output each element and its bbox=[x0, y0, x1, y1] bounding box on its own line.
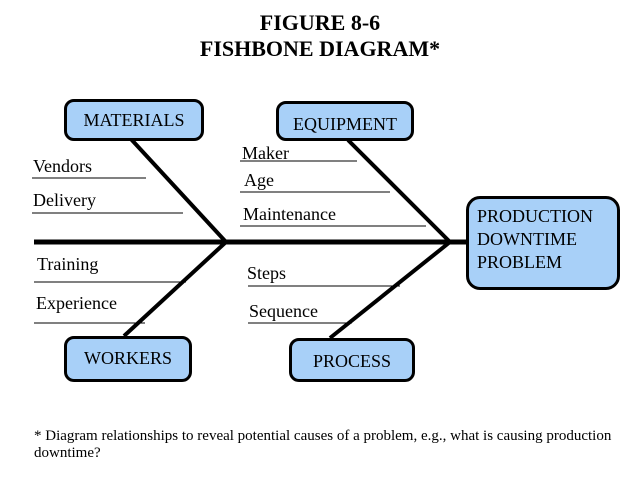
materials-box: MATERIALS bbox=[64, 99, 204, 141]
equipment-label: EQUIPMENT bbox=[293, 114, 397, 134]
workers-label: WORKERS bbox=[83, 348, 172, 368]
effect-line-3: PROBLEM bbox=[477, 252, 563, 272]
effect-line-1: PRODUCTION bbox=[477, 206, 594, 226]
materials-label: MATERIALS bbox=[83, 110, 185, 130]
effect-line-2: DOWNTIME bbox=[477, 229, 577, 249]
process-label: PROCESS bbox=[312, 351, 392, 371]
cause-steps: Steps bbox=[247, 263, 287, 283]
workers-box: WORKERS bbox=[64, 336, 192, 382]
equipment-box: EQUIPMENT bbox=[276, 101, 414, 141]
equipment-bone bbox=[346, 138, 452, 244]
cause-maker: Maker bbox=[242, 143, 289, 163]
effect-box: PRODUCTION DOWNTIME PROBLEM bbox=[466, 196, 620, 290]
cause-experience: Experience bbox=[36, 293, 117, 313]
cause-training: Training bbox=[37, 254, 99, 274]
diagram-title: FISHBONE DIAGRAM* bbox=[199, 36, 441, 61]
process-bone bbox=[328, 240, 452, 340]
cause-vendors: Vendors bbox=[33, 156, 92, 176]
cause-maintenance: Maintenance bbox=[243, 204, 336, 224]
figure-number: FIGURE 8-6 bbox=[259, 10, 381, 35]
cause-age: Age bbox=[244, 170, 274, 190]
process-box: PROCESS bbox=[289, 338, 415, 382]
footnote: * Diagram relationships to reveal potent… bbox=[34, 428, 612, 461]
cause-sequence: Sequence bbox=[249, 301, 318, 321]
cause-delivery: Delivery bbox=[33, 190, 96, 210]
workers-bone bbox=[122, 240, 228, 338]
materials-bone bbox=[128, 136, 228, 244]
